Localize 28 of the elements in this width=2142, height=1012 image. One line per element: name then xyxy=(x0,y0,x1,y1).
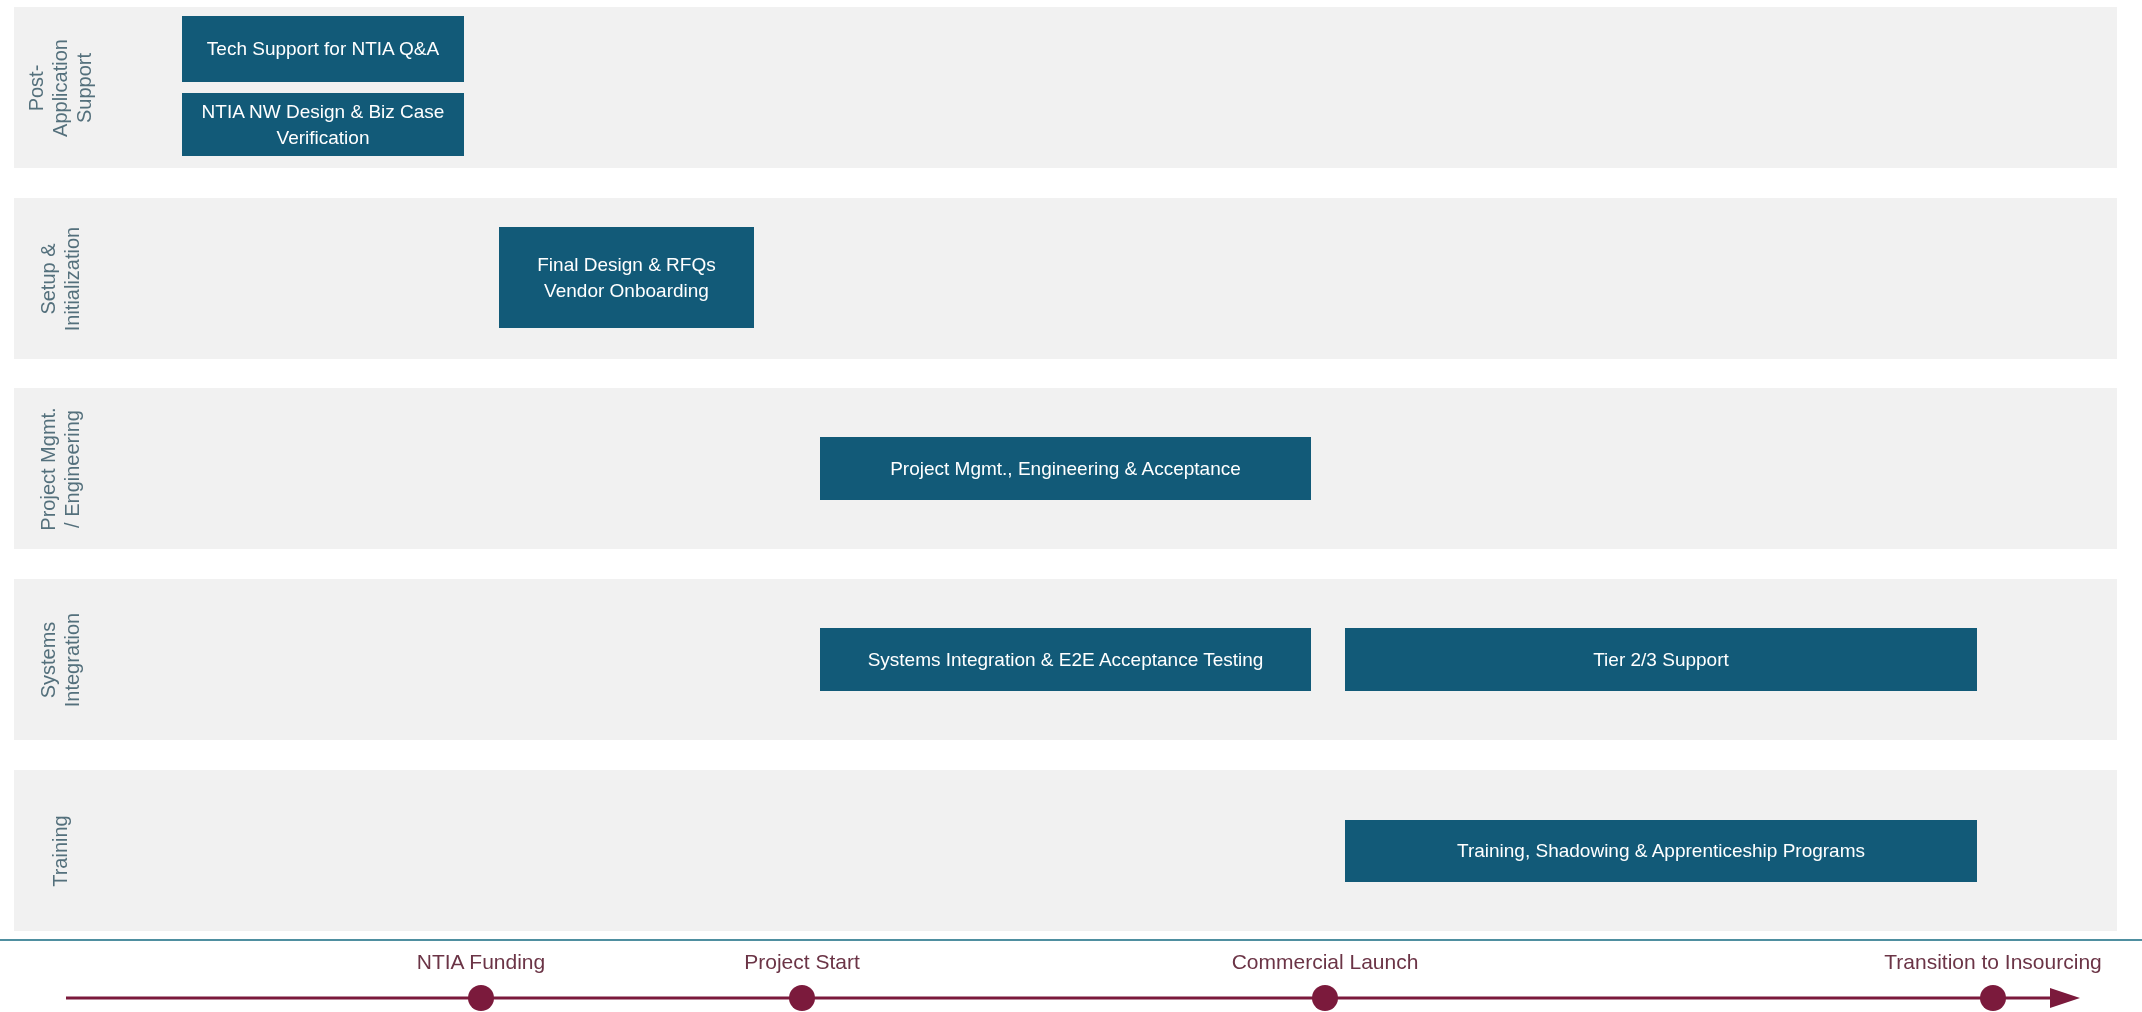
lane-label: Systems Integration xyxy=(36,611,84,709)
task-label: Systems Integration & E2E Acceptance Testing xyxy=(867,647,1264,672)
swimlane-band xyxy=(14,579,2117,740)
lane-label: Training xyxy=(48,813,72,889)
swimlane-band xyxy=(14,770,2117,931)
swimlane-band xyxy=(14,198,2117,359)
task-label: Final Design & RFQs Vendor Onboarding xyxy=(536,252,717,303)
task-bar xyxy=(820,437,1311,500)
milestone-label: Commercial Launch xyxy=(1231,950,1419,974)
swimlane-band xyxy=(14,7,2117,168)
task-label: Tier 2/3 Support xyxy=(1593,647,1729,672)
task-label: Project Mgmt., Engineering & Acceptance xyxy=(890,456,1241,481)
swimlane-band xyxy=(14,388,2117,549)
task-label: NTIA NW Design & Biz Case Verification xyxy=(200,99,446,150)
task-bar xyxy=(182,16,464,82)
task-bar xyxy=(182,93,464,156)
task-bar xyxy=(1345,820,1977,882)
milestone-label: Transition to Insourcing xyxy=(1884,950,2102,974)
task-label: Tech Support for NTIA Q&A xyxy=(206,37,440,61)
lane-label: Project Mgmt. / Engineering xyxy=(36,406,84,531)
task-bar xyxy=(820,628,1311,691)
lane-label: Post-Application Support xyxy=(24,37,96,139)
task-bar xyxy=(1345,628,1977,691)
task-label: Training, Shadowing & Apprenticeship Programs xyxy=(1457,839,1865,863)
lane-label: Setup & Initialization xyxy=(36,225,84,333)
task-bar xyxy=(499,227,754,328)
milestone-label: Project Start xyxy=(744,950,860,974)
milestone-label: NTIA Funding xyxy=(416,950,546,974)
